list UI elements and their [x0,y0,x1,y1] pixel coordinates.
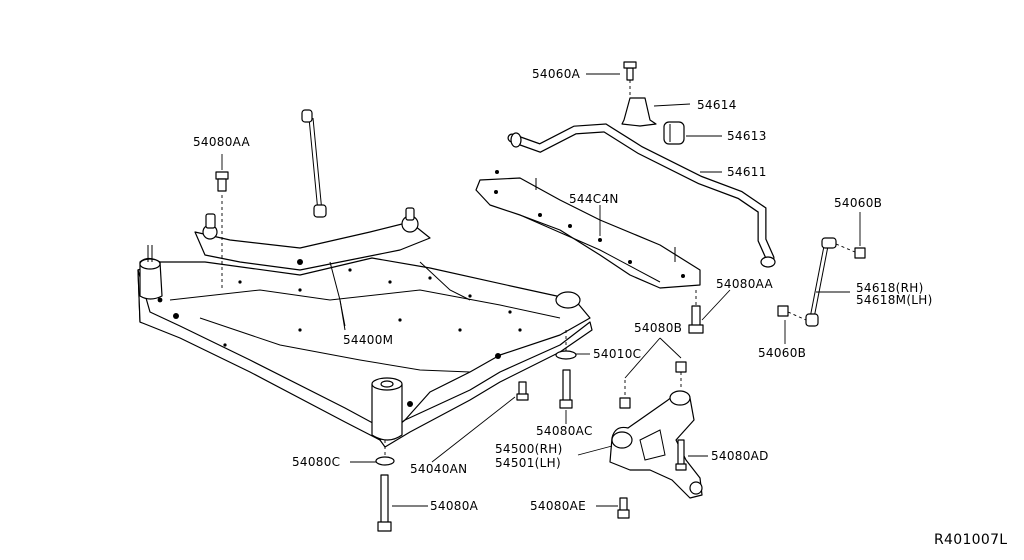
label-54060A: 54060A [532,67,581,81]
bolt-54080A [377,474,392,532]
bolt-54040AN [516,381,529,401]
label-54060B-bottom: 54060B [758,346,807,360]
label-54613: 54613 [727,129,767,143]
label-54080AC: 54080AC [536,424,593,438]
label-54611: 54611 [727,165,767,179]
label-54080AA-top: 54080AA [193,135,251,149]
label-54080C: 54080C [292,455,341,469]
lower-control-arm-54500 [609,390,703,499]
bolt-54080AA-top [215,171,229,192]
bracket-544C4N [475,170,701,289]
clamp-54614 [621,61,657,127]
label-54040AN: 54040AN [410,462,468,476]
washer-54010C [555,330,577,360]
diagram-id: R401007L [934,532,1008,548]
nut-54080B-lower [619,361,687,409]
label-54500-RH: 54500(RH) [495,442,563,456]
bushing-54613 [663,121,685,145]
label-54060B-top: 54060B [834,196,883,210]
stabilizer-link-54618 [777,237,866,327]
leader-lines [221,73,861,507]
label-54501-LH: 54501(LH) [495,456,561,470]
bolt-54080AE [617,497,630,519]
label-54010C: 54010C [593,347,642,361]
label-54080AD: 54080AD [711,449,769,463]
label-54080A: 54080A [430,499,479,513]
label-54618-RH: 54618(RH) [856,281,924,295]
stabilizer-link-left [301,109,327,218]
suspension-member-54400M [137,195,593,448]
washer-54080C [375,440,395,466]
bolt-54080B [688,290,704,334]
label-54080B: 54080B [634,321,683,335]
label-54614: 54614 [697,98,737,112]
label-544C4N: 544C4N [569,192,619,206]
bolt-54080AC [559,369,573,409]
label-54400M: 54400M [343,333,394,347]
label-54080AA-right: 54080AA [716,277,774,291]
label-54618M-LH: 54618M(LH) [856,293,933,307]
label-54080AE: 54080AE [530,499,587,513]
stabilizer-bar-54611 [507,123,776,268]
